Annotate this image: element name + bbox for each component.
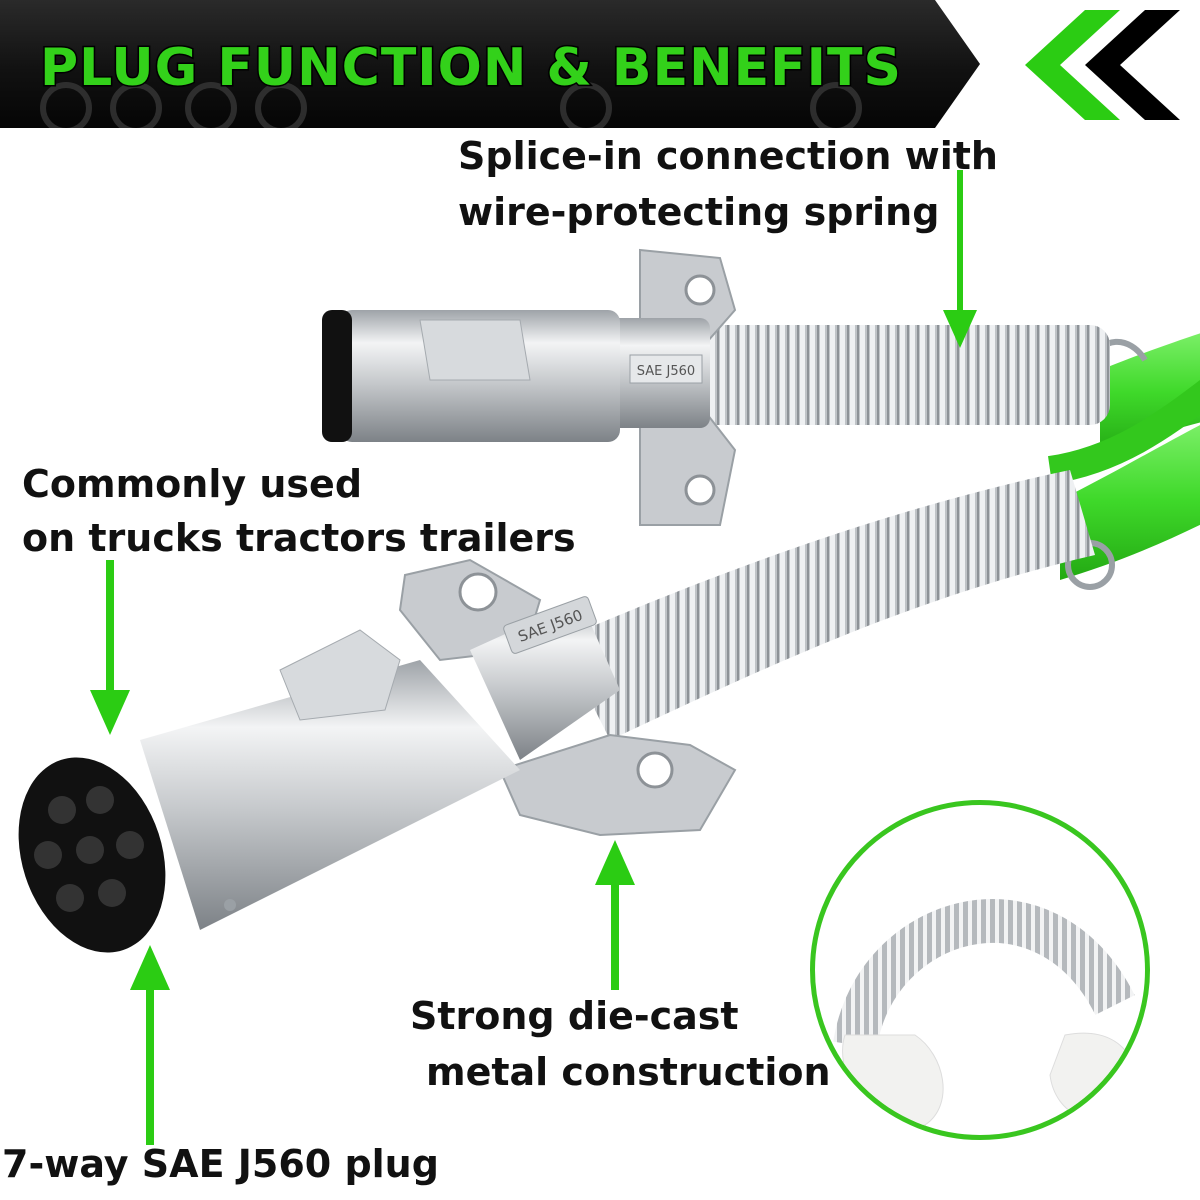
rear-plug-stamp: SAE J560	[637, 364, 695, 379]
truck-wheel-decoration	[110, 82, 162, 128]
callout-usage-line2: on trucks tractors trailers	[22, 516, 576, 560]
arrow-up-icon	[130, 945, 170, 1145]
arrow-up-icon	[595, 840, 635, 990]
truck-wheel-decoration	[185, 82, 237, 128]
callout-usage-line1: Commonly used	[22, 462, 363, 506]
rear-plug: SAE J560	[322, 248, 1110, 526]
double-chevron-left-icon	[1025, 10, 1180, 120]
front-plug: SAE J560	[18, 470, 1095, 953]
rear-cable-link	[1047, 380, 1200, 484]
callout-spring-line1: Splice-in connection with	[458, 134, 998, 178]
callout-spring-line2: wire-protecting spring	[458, 190, 940, 234]
truck-wheel-decoration	[255, 82, 307, 128]
header-banner: PLUG FUNCTION & BENEFITS	[0, 0, 980, 128]
truck-wheel-decoration	[40, 82, 92, 128]
truck-wheel-decoration	[810, 82, 862, 128]
arrow-down-icon	[943, 170, 977, 348]
truck-wheel-decoration	[560, 82, 612, 128]
flexed-spring-illustration	[833, 899, 1138, 1126]
callout-construction-line2: metal construction	[426, 1050, 831, 1094]
arrow-down-icon	[90, 560, 130, 735]
callout-plug: 7-way SAE J560 plug	[2, 1142, 439, 1186]
banner-title: PLUG FUNCTION & BENEFITS	[39, 38, 903, 98]
spring-flex-inset	[810, 800, 1150, 1140]
callout-construction-line1: Strong die-cast	[410, 994, 739, 1038]
